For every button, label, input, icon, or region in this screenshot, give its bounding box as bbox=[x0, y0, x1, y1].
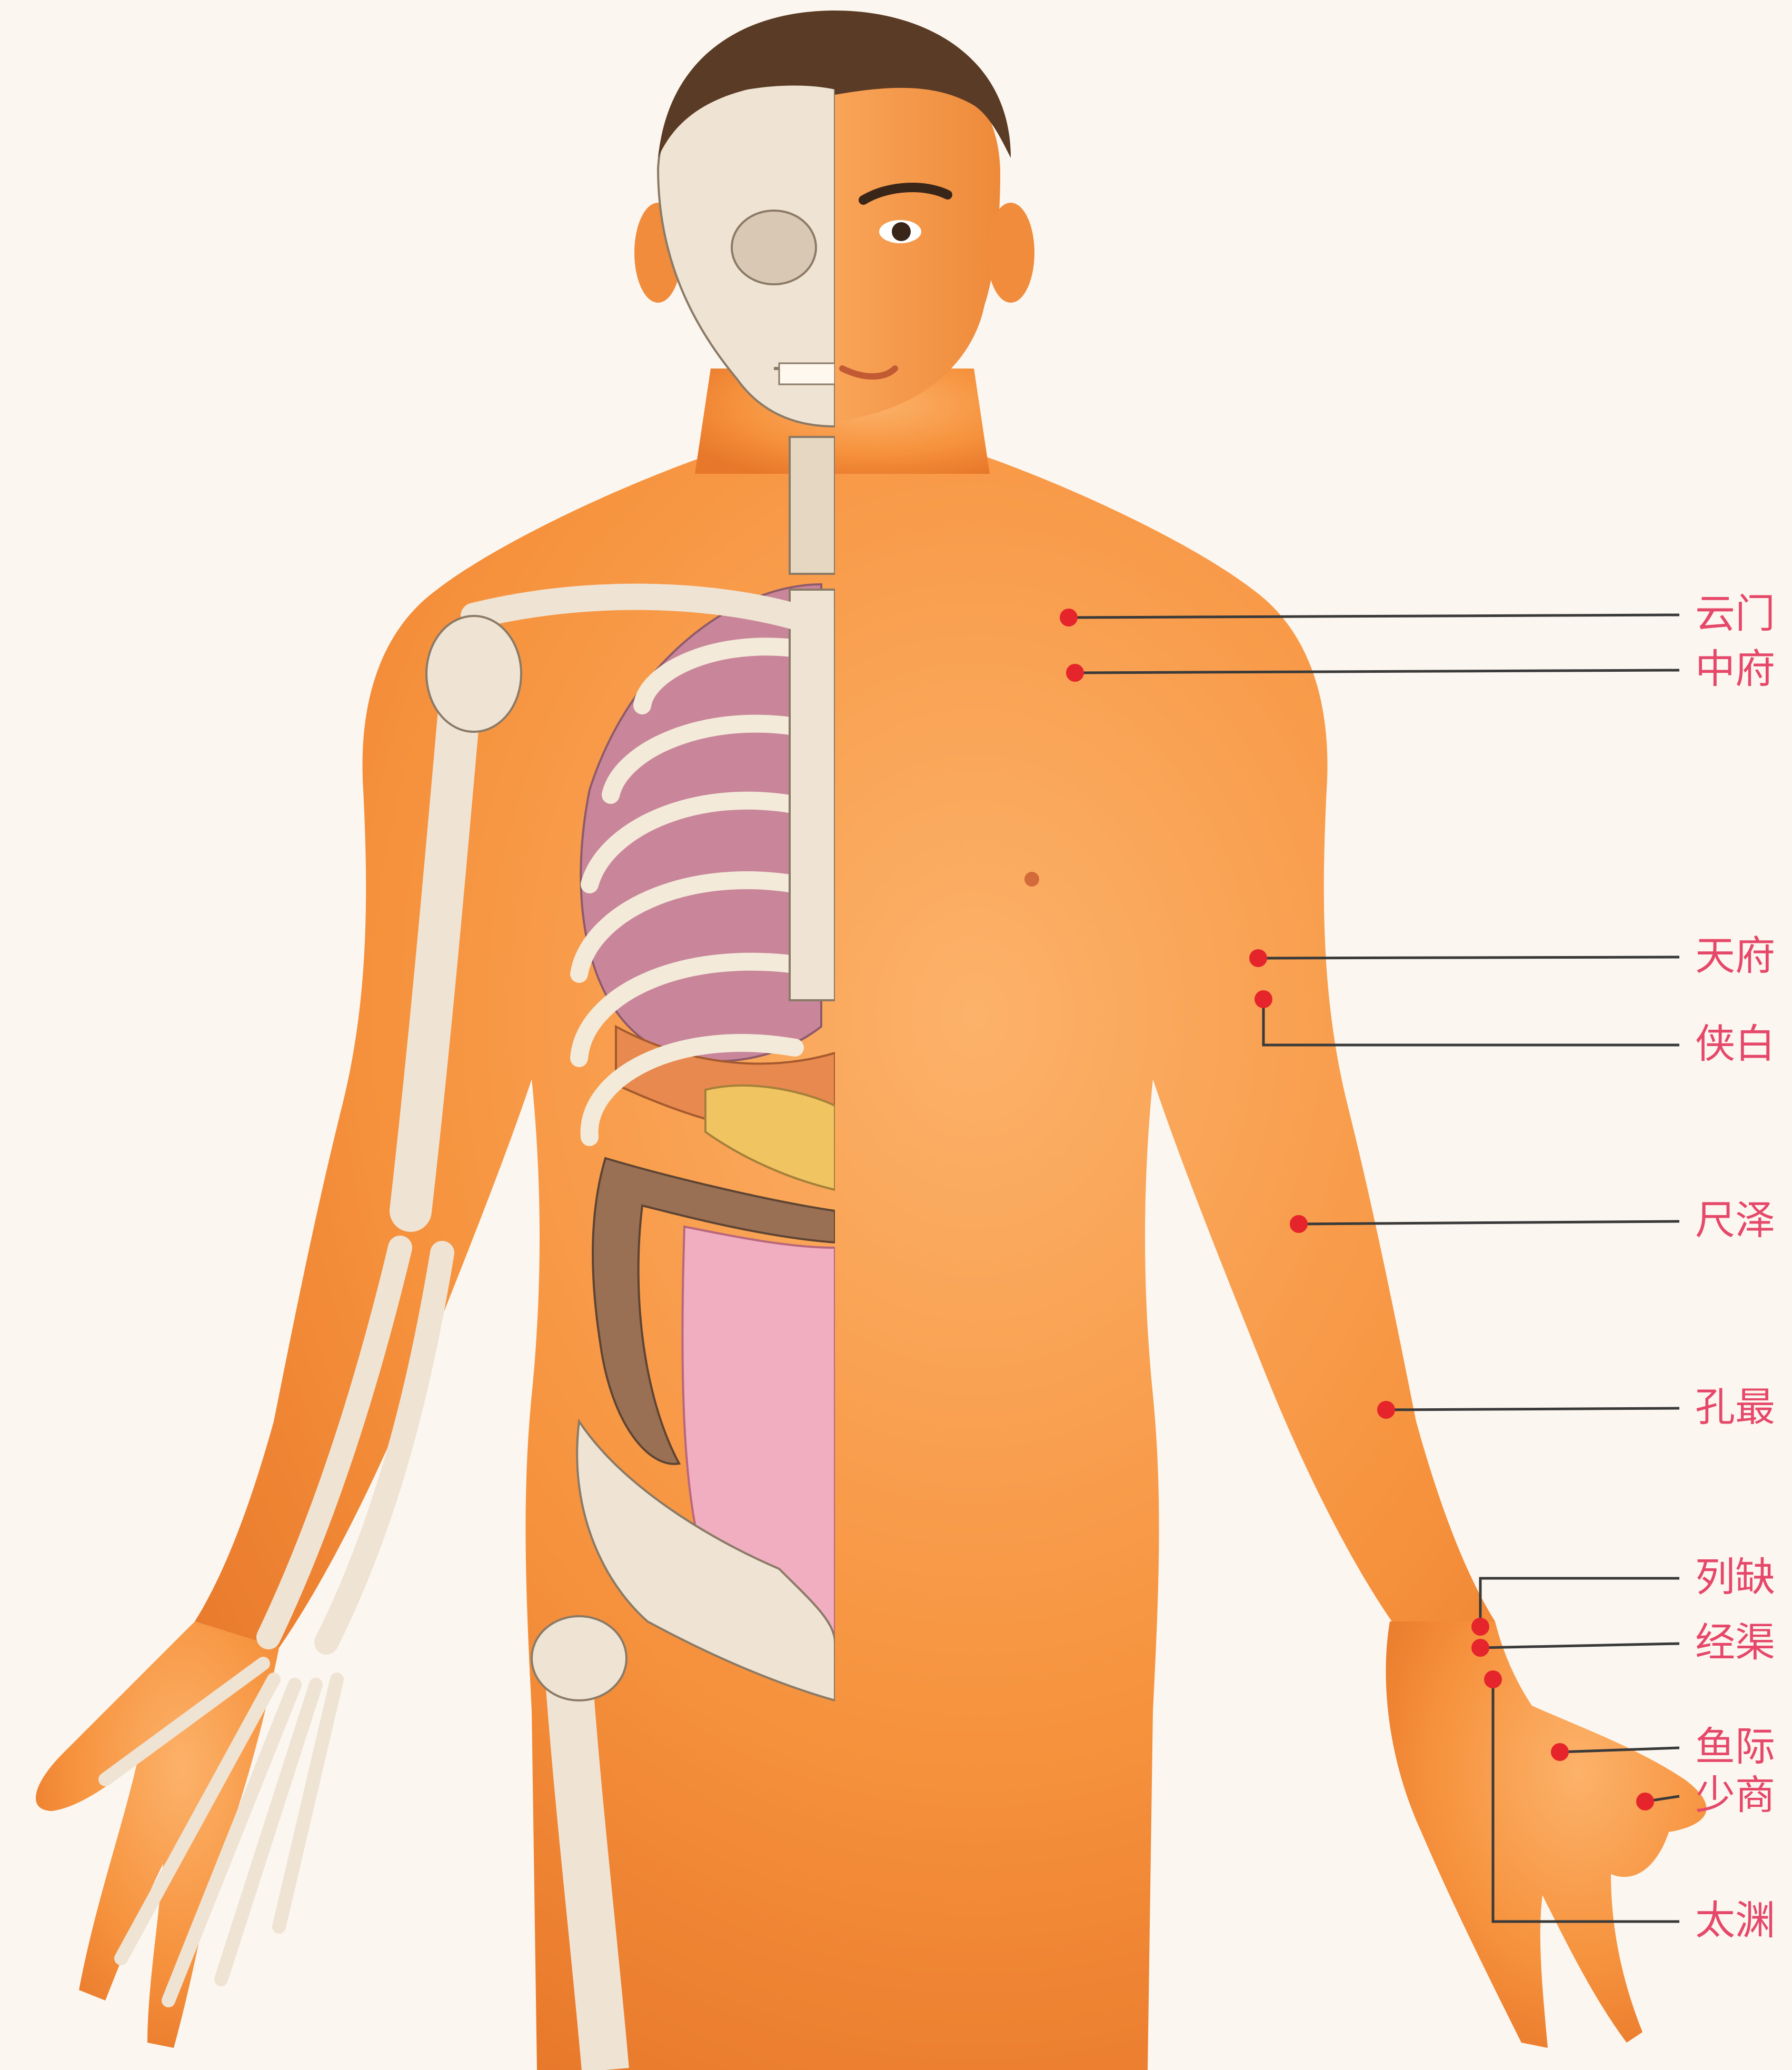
acupoint-8-label: 鱼际 bbox=[1695, 1727, 1775, 1767]
acupoint-9-marker bbox=[1636, 1793, 1654, 1810]
acupoint-2-leader-line bbox=[1258, 957, 1679, 958]
acupoint-6-marker bbox=[1471, 1618, 1489, 1636]
acupoint-2-marker bbox=[1249, 949, 1267, 967]
acupoint-4-marker bbox=[1290, 1215, 1308, 1233]
acupoint-6-label: 列缺 bbox=[1695, 1557, 1775, 1597]
acupoint-5-leader-line bbox=[1386, 1408, 1679, 1410]
acupoint-8-marker bbox=[1551, 1743, 1569, 1761]
acupoint-5-marker bbox=[1377, 1401, 1395, 1419]
acupoint-4-label: 尺泽 bbox=[1695, 1200, 1775, 1240]
acupoint-1-label: 中府 bbox=[1695, 649, 1775, 689]
acupoint-7-leader-line bbox=[1480, 1644, 1679, 1648]
acupoint-3-label: 侠白 bbox=[1695, 1024, 1775, 1064]
acupoint-10-label: 太渊 bbox=[1695, 1900, 1775, 1940]
acupoint-1-marker bbox=[1066, 664, 1084, 682]
acupoint-9-label: 少商 bbox=[1695, 1775, 1775, 1815]
acupoint-2-label: 天府 bbox=[1695, 936, 1775, 976]
acupoint-0-marker bbox=[1060, 609, 1078, 626]
acupoint-5-label: 孔最 bbox=[1695, 1387, 1775, 1427]
acupoint-3-marker bbox=[1255, 990, 1272, 1008]
acupoint-7-marker bbox=[1471, 1639, 1489, 1657]
acupoint-7-label: 经渠 bbox=[1695, 1623, 1775, 1663]
acupoint-0-label: 云门 bbox=[1695, 594, 1775, 634]
acupoint-6-leader-line bbox=[1480, 1578, 1679, 1627]
acupoint-10-marker bbox=[1484, 1670, 1502, 1688]
